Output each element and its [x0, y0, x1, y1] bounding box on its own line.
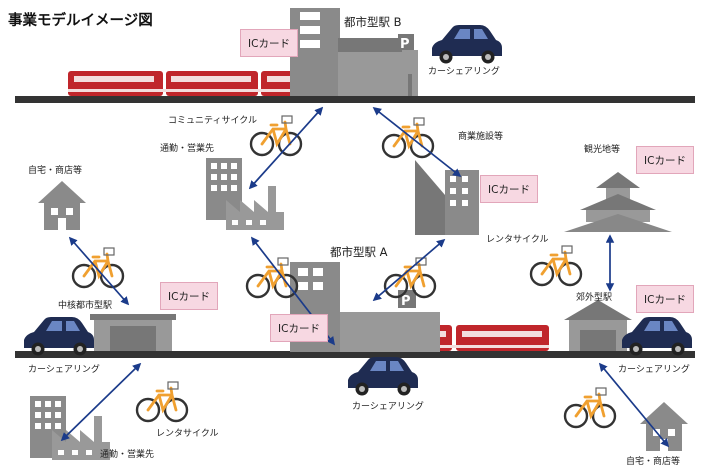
label-station-b: 都市型駅 B	[344, 15, 402, 29]
label-car-share-b: カーシェアリング	[428, 67, 500, 77]
label-home-shop-lower: 自宅・商店等	[626, 457, 681, 467]
commercial-building	[415, 160, 479, 235]
central-station-building	[90, 314, 176, 351]
label-station-a: 都市型駅 A	[330, 245, 388, 259]
parking-sign-b: P	[400, 37, 410, 52]
label-commute-business-upper: 通勤・営業先	[160, 144, 215, 154]
label-community-cycle: コミュニティサイクル	[168, 116, 258, 126]
rail-lower	[15, 351, 695, 358]
label-home-shop-upper: 自宅・商店等	[28, 166, 83, 176]
ic-card-tourist: ICカード	[636, 146, 694, 174]
arrow-station-b-to-office	[248, 106, 324, 190]
home-lower-right	[640, 402, 688, 451]
arrow-home-to-central	[68, 236, 130, 306]
bicycle-lower-right	[563, 386, 617, 429]
ic-card-station-b: ICカード	[240, 29, 298, 57]
bicycle-rental-left	[135, 380, 189, 423]
car-share-a	[348, 357, 418, 396]
arrow-station-b-to-commercial	[372, 106, 462, 178]
car-share-central	[24, 317, 94, 356]
diagram-title: 事業モデルイメージ図	[8, 13, 153, 29]
label-rental-cycle-left: レンタサイクル	[156, 429, 219, 439]
label-central-station: 中核都市型駅	[58, 301, 113, 311]
bicycle-commercial	[381, 116, 435, 159]
ic-card-station-a: ICカード	[270, 314, 328, 342]
bicycle-community	[249, 114, 303, 157]
label-rental-cycle-right: レンタサイクル	[486, 235, 549, 245]
label-car-share-suburban: カーシェアリング	[618, 365, 690, 375]
tourist-spot-building	[564, 172, 672, 232]
station-b-building	[290, 8, 418, 96]
label-commercial-facility: 商業施設等	[458, 132, 504, 142]
arrow-commercial-to-station-a	[372, 238, 446, 302]
car-share-suburban	[622, 317, 692, 356]
label-car-share-a: カーシェアリング	[352, 402, 424, 412]
ic-card-central: ICカード	[160, 282, 218, 310]
parking-sign-a: P	[401, 294, 411, 309]
label-tourist-spot: 観光地等	[584, 145, 621, 155]
car-share-b	[432, 25, 502, 64]
suburban-station-building	[564, 300, 632, 351]
rail-upper	[15, 96, 695, 103]
label-suburban-station: 郊外型駅	[576, 293, 613, 303]
label-car-share-central: カーシェアリング	[28, 365, 100, 375]
label-commute-business-lower: 通勤・営業先	[100, 450, 155, 460]
bicycle-central	[71, 246, 125, 289]
ic-card-commercial: ICカード	[480, 175, 538, 203]
bicycle-rental-right	[529, 244, 583, 287]
ic-card-suburban: ICカード	[636, 285, 694, 313]
arrow-central-to-office-lower	[60, 362, 142, 442]
arrow-suburban-to-home	[598, 362, 670, 448]
home-upper-left	[38, 181, 86, 230]
